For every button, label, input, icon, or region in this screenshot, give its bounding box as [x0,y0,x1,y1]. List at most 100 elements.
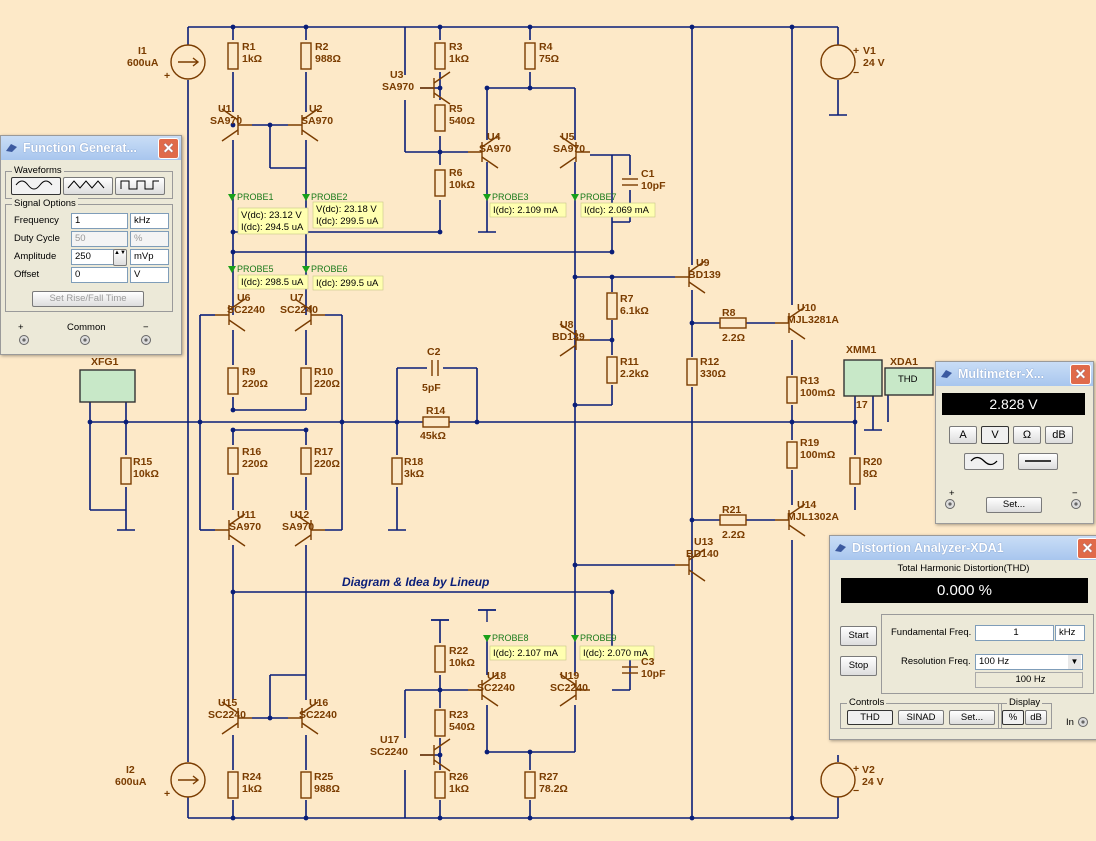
db-button[interactable]: dB [1025,710,1047,725]
controls-group: Controls THD SINAD Set... [840,697,1002,729]
function-generator-titlebar[interactable]: Function Generat... ✕ [1,136,181,160]
resistor-r3 [434,42,446,70]
source-value-v2: 24 V [862,776,884,788]
ac-mode-button[interactable] [964,453,1004,470]
junction-dot [437,149,443,155]
transistor-u8 [559,323,590,357]
junction-dot [609,589,615,595]
resistor-label-r27: R27 [539,771,558,783]
terminal-connectors [19,335,151,345]
mode-button[interactable]: V [981,426,1009,444]
field-input[interactable]: 0 [71,267,128,283]
set-button[interactable]: Set... [986,497,1042,513]
field-input[interactable]: 1 [71,213,128,229]
thd-button[interactable]: THD [847,710,893,725]
resistor-label-r2: R2 [315,41,329,53]
junction-dot [609,337,615,343]
square-wave-button[interactable] [115,177,165,195]
voltage-source-v1 [820,44,856,80]
junction-dot [572,562,578,568]
resistor-label-r10: R10 [314,366,333,378]
probe-readout-box [579,645,655,661]
transistor-u1 [221,108,252,142]
fundamental-label: Fundamental Freq. [891,627,972,638]
fundamental-input[interactable]: 1 [975,625,1054,641]
resistor-r24 [227,771,239,799]
thd-heading: Total Harmonic Distortion(THD) [897,563,1030,574]
resistor-value-r1: 1kΩ [242,53,262,65]
distortion-analyzer-window[interactable]: Distortion Analyzer-XDA1 ✕ Total Harmoni… [829,535,1096,740]
transistor-leads [675,548,706,582]
transistor-label-u8: U8 [560,319,574,331]
mode-button[interactable]: A [949,426,977,444]
polarity-plus: + [853,763,859,775]
function-generator-window[interactable]: Function Generat... ✕ Waveforms Signal O… [0,135,182,355]
probe-marker [228,194,236,201]
source-label-i2: I2 [126,764,135,776]
transistor-leads [215,513,246,547]
transistor-label-u2: U2 [309,103,323,115]
amplitude-stepper[interactable]: ▲▼ [113,249,127,266]
resistor-value-r3: 1kΩ [449,53,469,65]
start-button[interactable]: Start [840,626,877,646]
junction-dot [474,419,480,425]
transistor-leads [294,298,325,332]
transistor-label-u9: U9 [696,257,710,269]
mode-button[interactable]: Ω [1013,426,1041,444]
in-terminal-connector [1078,717,1088,727]
probe-name: PROBE6 [311,264,348,274]
stop-button[interactable]: Stop [840,656,877,676]
resistor-label-r25: R25 [314,771,333,783]
resistor-r2 [300,42,312,70]
probe-marker [483,635,491,642]
transistor-u4 [468,135,499,169]
percent-button[interactable]: % [1002,710,1024,725]
probe-readout-box [312,201,384,229]
field-input[interactable]: 250 [71,249,114,265]
ac-wave-icon [970,456,998,466]
chevron-down-icon[interactable]: ▼ [1068,655,1081,669]
thd-display: 0.000 % [841,578,1088,603]
close-button[interactable]: ✕ [158,138,179,159]
transistor-part-u7: SC2240 [280,304,318,316]
resistor-value-r4: 75Ω [539,53,559,65]
field-unit[interactable]: V [130,267,169,283]
sinad-button[interactable]: SINAD [898,710,944,725]
close-button[interactable]: ✕ [1077,538,1096,559]
dc-mode-button[interactable] [1018,453,1058,470]
transistor-part-u4: SA970 [479,143,511,155]
resolution-select[interactable]: 100 Hz▼ [975,654,1083,670]
set-rise-fall-button[interactable]: Set Rise/Fall Time [32,291,144,307]
resistor-r19 [786,441,798,469]
transistor-part-u10: MJL3281A [787,314,839,326]
frequency-group [881,614,1094,694]
distortion-analyzer-titlebar[interactable]: Distortion Analyzer-XDA1 ✕ [830,536,1096,560]
close-button[interactable]: ✕ [1070,364,1091,385]
resistor-label-r9: R9 [242,366,256,378]
ground-icon [478,609,496,622]
source-label-v1: V1 [863,45,876,57]
plus-terminal-label: + [949,488,955,499]
fundamental-unit[interactable]: kHz [1055,625,1085,641]
sine-wave-button[interactable] [11,177,61,195]
resistor-value-r18: 3kΩ [404,468,424,480]
resistor-label-r12: R12 [700,356,719,368]
triangle-wave-button[interactable] [63,177,113,195]
field-unit[interactable]: mVp [130,249,169,265]
junction-dot [789,815,795,821]
field-unit[interactable]: kHz [130,213,169,229]
resistor-value-r20: 8Ω [863,468,877,480]
transistor-part-u19: SC2240 [550,682,588,694]
field-unit[interactable]: % [130,231,169,247]
multimeter-titlebar[interactable]: Multimeter-X... ✕ [936,362,1093,386]
transistor-leads [775,503,806,537]
mode-button[interactable]: dB [1045,426,1073,444]
set-button[interactable]: Set... [949,710,995,725]
transistor-part-u15: SC2240 [208,709,246,721]
field-input[interactable]: 50 [71,231,128,247]
transistor-label-u4: U4 [487,131,501,143]
transistor-leads [559,323,590,357]
probe-readout-box [489,645,567,661]
junction-dot [789,24,795,30]
